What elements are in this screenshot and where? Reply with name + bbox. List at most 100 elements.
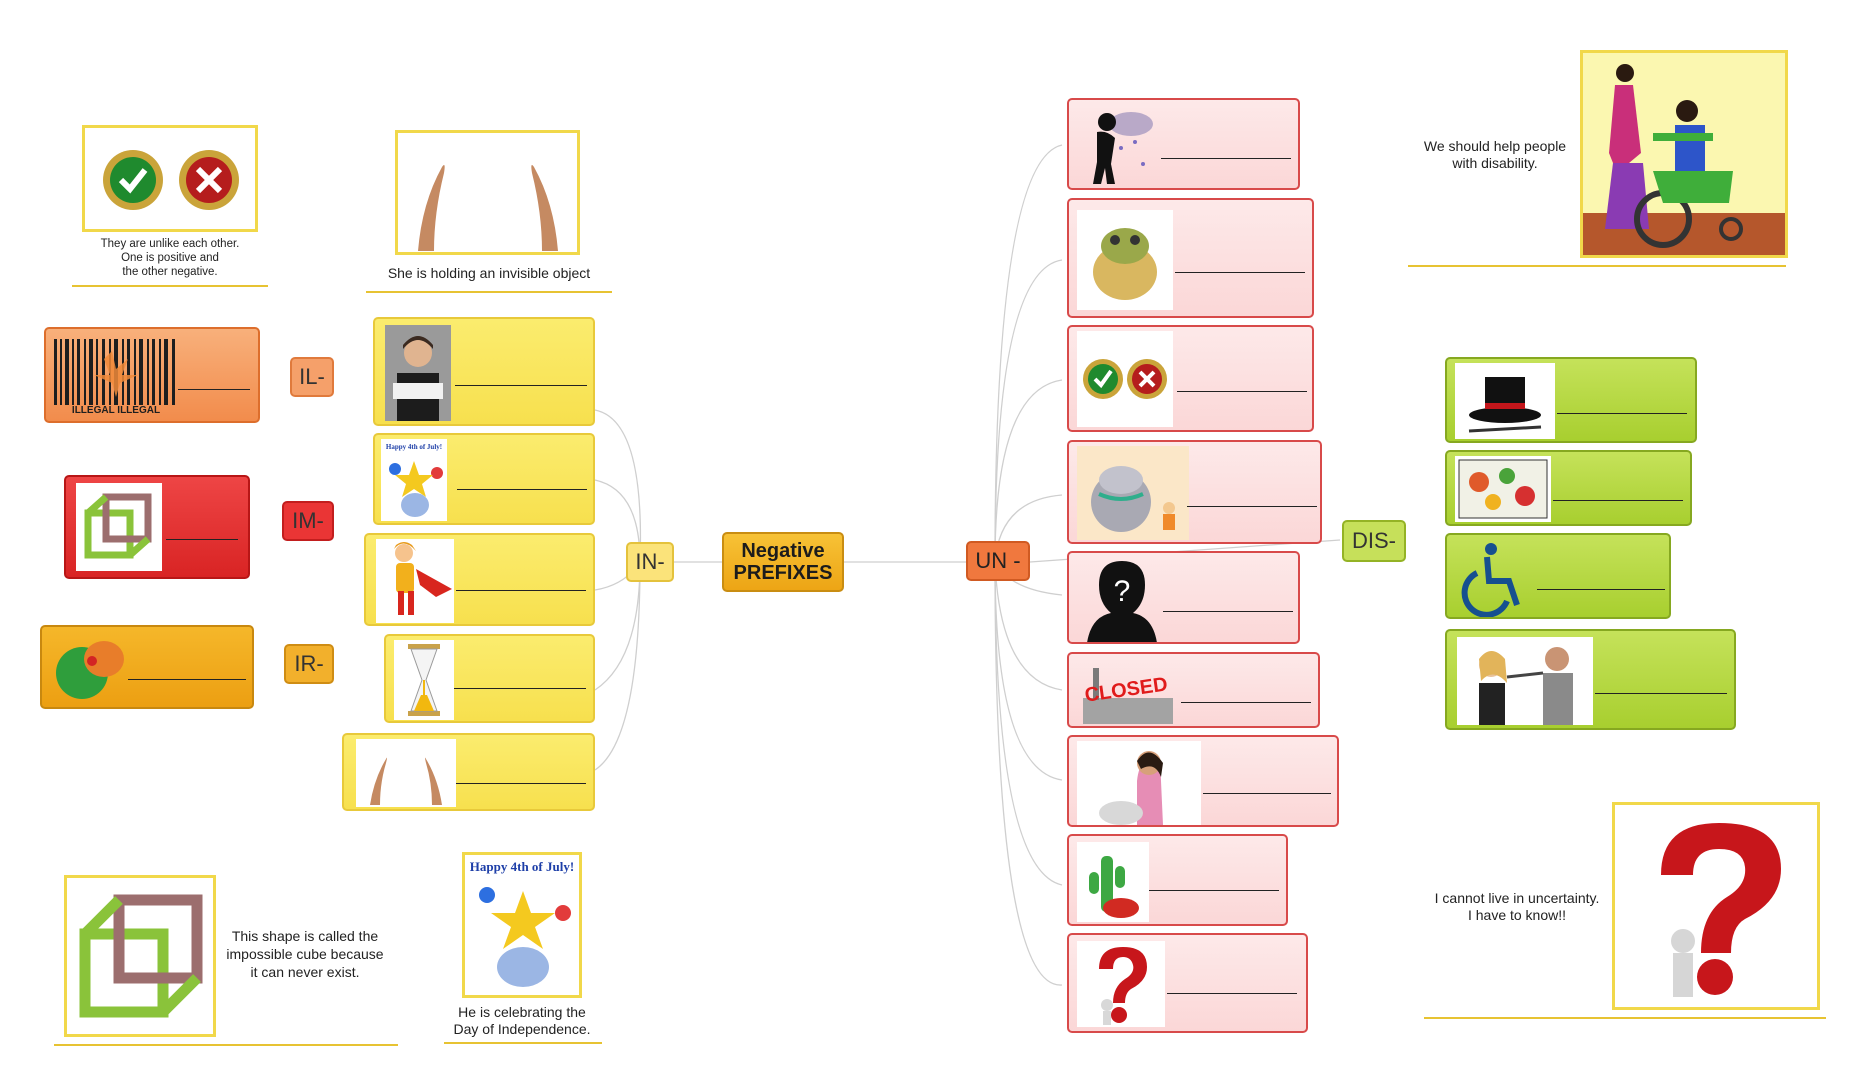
un-card-unpacking[interactable] — [1067, 735, 1339, 827]
branch-in[interactable]: IN- — [626, 542, 674, 582]
answer-blank[interactable] — [1167, 993, 1297, 994]
un-card-cactus[interactable] — [1067, 834, 1288, 926]
independence-example-frame: Happy 4th of July! — [462, 852, 582, 998]
answer-blank[interactable] — [1595, 693, 1727, 694]
cross-mark-icon — [1138, 370, 1156, 388]
question-mark-icon — [1077, 941, 1165, 1027]
un-card-uncertain[interactable] — [1067, 933, 1308, 1033]
branch-dis[interactable]: DIS- — [1342, 520, 1406, 562]
branch-il[interactable]: IL- — [290, 357, 334, 397]
frog-figurine-image — [1077, 210, 1173, 310]
branch-im[interactable]: IM- — [282, 501, 334, 541]
july-large-text: Happy 4th of July! — [470, 859, 574, 874]
in-card-student[interactable] — [373, 317, 595, 426]
check-mark-icon — [118, 168, 148, 194]
caption-line: One is positive and — [121, 252, 219, 264]
caption-underline — [366, 291, 612, 293]
un-card-closed[interactable]: CLOSED — [1067, 652, 1320, 728]
unlike-example-frame — [82, 125, 258, 232]
caption-line: I cannot live in uncertainty. — [1434, 890, 1600, 906]
answer-blank[interactable] — [178, 389, 250, 390]
wheelchair-icon — [1455, 539, 1533, 617]
dis-card-disappear[interactable] — [1445, 357, 1697, 443]
caption-line: with disability. — [1452, 155, 1538, 171]
central-topic[interactable]: Negative PREFIXES — [722, 532, 844, 592]
superhero-image — [376, 539, 454, 623]
answer-blank[interactable] — [166, 539, 238, 540]
answer-blank[interactable] — [1553, 500, 1683, 501]
caption-line: They are unlike each other. — [100, 238, 240, 250]
in-card-invisible[interactable] — [342, 733, 595, 811]
caption-line: This shape is called the — [231, 928, 379, 944]
un-card-frog[interactable] — [1067, 198, 1314, 318]
independence-caption: He is celebrating the Day of Independenc… — [438, 1004, 606, 1038]
ir-card-irregular[interactable] — [40, 625, 254, 709]
caption-line: We should help people — [1423, 138, 1567, 154]
impossible-cube-icon — [76, 483, 162, 571]
july-small-text: Happy 4th of July! — [386, 443, 442, 451]
unknown-person-image: ? — [1077, 555, 1167, 642]
central-topic-line1: Negative — [741, 540, 825, 562]
caption-line: I have to know!! — [1467, 907, 1567, 923]
impossible-caption: This shape is called the impossible cube… — [214, 927, 396, 981]
answer-blank[interactable] — [1203, 793, 1331, 794]
top-hat-icon — [1455, 363, 1555, 439]
answer-blank[interactable] — [1187, 506, 1317, 507]
caption-line: She is holding an invisible object — [387, 265, 591, 281]
messy-items-image — [1455, 456, 1551, 522]
in-card-independence[interactable]: Happy 4th of July! — [373, 433, 595, 525]
branch-un[interactable]: UN - — [966, 541, 1030, 581]
venn-blob-image — [48, 631, 130, 705]
unlike-caption: They are unlike each other. One is posit… — [72, 237, 268, 279]
dis-card-disability[interactable] — [1445, 533, 1671, 619]
bulldog-image — [1077, 446, 1189, 540]
il-card-illegal[interactable]: ILLEGAL ILLEGAL — [44, 327, 260, 423]
cross-mark-icon — [195, 166, 223, 194]
answer-blank[interactable] — [1149, 890, 1279, 891]
student-reading-image — [385, 325, 451, 421]
girl-with-bag-image — [1077, 741, 1201, 825]
im-card-impossible[interactable] — [64, 475, 250, 579]
answer-blank[interactable] — [454, 688, 586, 689]
uncertainty-example-frame — [1612, 802, 1820, 1010]
caption-underline — [444, 1042, 602, 1044]
in-card-hero[interactable] — [364, 533, 595, 626]
answer-blank[interactable] — [455, 385, 587, 386]
answer-blank[interactable] — [1163, 611, 1293, 612]
in-card-hourglass[interactable] — [384, 634, 595, 723]
caption-underline — [54, 1044, 398, 1046]
closed-factory-image: CLOSED — [1077, 658, 1177, 726]
un-card-ugly[interactable] — [1067, 440, 1322, 544]
caption-line: He is celebrating the — [458, 1004, 586, 1020]
answer-blank[interactable] — [456, 783, 586, 784]
question-mark-icon: ? — [1114, 575, 1131, 608]
answer-blank[interactable] — [1557, 413, 1687, 414]
check-mark-icon — [1093, 369, 1113, 389]
barcode-icon: ILLEGAL ILLEGAL — [52, 335, 180, 416]
disability-caption: We should help people with disability. — [1410, 138, 1580, 172]
answer-blank[interactable] — [128, 679, 246, 680]
july-fourth-image: Happy 4th of July! — [381, 439, 447, 521]
couple-tasting-image — [1457, 637, 1593, 725]
uncertainty-caption: I cannot live in uncertainty. I have to … — [1424, 890, 1610, 924]
answer-blank[interactable] — [1181, 702, 1311, 703]
answer-blank[interactable] — [1177, 391, 1307, 392]
answer-blank[interactable] — [1161, 158, 1291, 159]
un-card-unhappy[interactable] — [1067, 98, 1300, 190]
illegal-text: ILLEGAL ILLEGAL — [72, 405, 160, 416]
hands-image — [356, 739, 456, 807]
answer-blank[interactable] — [457, 489, 587, 490]
cactus-image — [1077, 842, 1149, 922]
caption-underline — [1424, 1017, 1826, 1019]
un-card-unlike[interactable] — [1067, 325, 1314, 432]
caption-line: impossible cube because — [226, 946, 384, 962]
dis-card-dislike[interactable] — [1445, 629, 1736, 730]
hourglass-icon — [394, 640, 454, 720]
branch-ir[interactable]: IR- — [284, 644, 334, 684]
answer-blank[interactable] — [456, 590, 586, 591]
dis-card-disorder[interactable] — [1445, 450, 1692, 526]
un-card-unknown[interactable]: ? — [1067, 551, 1300, 644]
caption-underline — [1408, 265, 1786, 267]
answer-blank[interactable] — [1175, 272, 1305, 273]
answer-blank[interactable] — [1537, 589, 1665, 590]
